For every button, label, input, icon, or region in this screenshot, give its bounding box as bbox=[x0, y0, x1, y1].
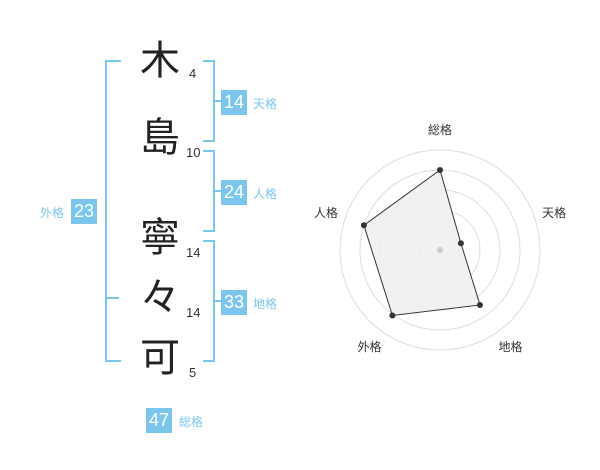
stroke-count-2: 10 bbox=[186, 145, 201, 160]
chikaku-connector bbox=[215, 300, 222, 302]
jinkaku-label: 人格 bbox=[253, 187, 278, 201]
stroke-count-3: 14 bbox=[186, 245, 201, 260]
chikaku-label: 地格 bbox=[253, 297, 278, 311]
name-char-4: 々 bbox=[140, 275, 180, 321]
chikaku-bracket bbox=[203, 240, 215, 362]
stroke-count-4: 14 bbox=[186, 305, 201, 320]
radar-axis-label-3: 地格 bbox=[498, 339, 522, 354]
name-char-3: 寧 bbox=[140, 215, 180, 261]
radar-point-1 bbox=[437, 167, 443, 173]
stroke-count-1: 4 bbox=[189, 66, 197, 81]
name-char-1: 木 bbox=[140, 38, 180, 84]
radar-point-2 bbox=[457, 240, 464, 247]
radar-ring bbox=[339, 149, 541, 351]
tenkaku-value: 14 bbox=[221, 90, 248, 115]
radar-point-5 bbox=[360, 222, 367, 229]
gaikaku-label: 外格 bbox=[40, 206, 65, 220]
tenkaku-bracket bbox=[203, 60, 215, 142]
radar-axis-label-2: 天格 bbox=[542, 205, 566, 220]
jinkaku-bracket bbox=[203, 150, 215, 232]
stroke-count-5: 5 bbox=[189, 365, 197, 380]
gaikaku-value: 23 bbox=[71, 199, 98, 224]
radar-axis-label-1: 総格 bbox=[428, 122, 452, 137]
chikaku-value: 33 bbox=[221, 290, 248, 315]
name-char-5: 可 bbox=[140, 335, 180, 381]
jinkaku-connector bbox=[215, 190, 222, 192]
jinkaku-value: 24 bbox=[221, 180, 248, 205]
radar-axis-label-5: 人格 bbox=[314, 205, 338, 220]
radar-axis-label-4: 外格 bbox=[357, 339, 381, 354]
soukaku-value: 47 bbox=[146, 408, 173, 433]
tenkaku-label: 天格 bbox=[253, 97, 278, 111]
gaikaku-bracket-tick bbox=[105, 297, 119, 299]
name-char-2: 島 bbox=[140, 115, 180, 161]
radar-area bbox=[363, 169, 481, 317]
tenkaku-connector bbox=[215, 100, 222, 102]
soukaku-label: 総格 bbox=[179, 415, 204, 429]
gaikaku-bracket bbox=[105, 60, 121, 362]
radar-point-3 bbox=[476, 302, 483, 309]
radar-point-4 bbox=[389, 312, 396, 319]
radar-center-dot bbox=[437, 247, 443, 253]
